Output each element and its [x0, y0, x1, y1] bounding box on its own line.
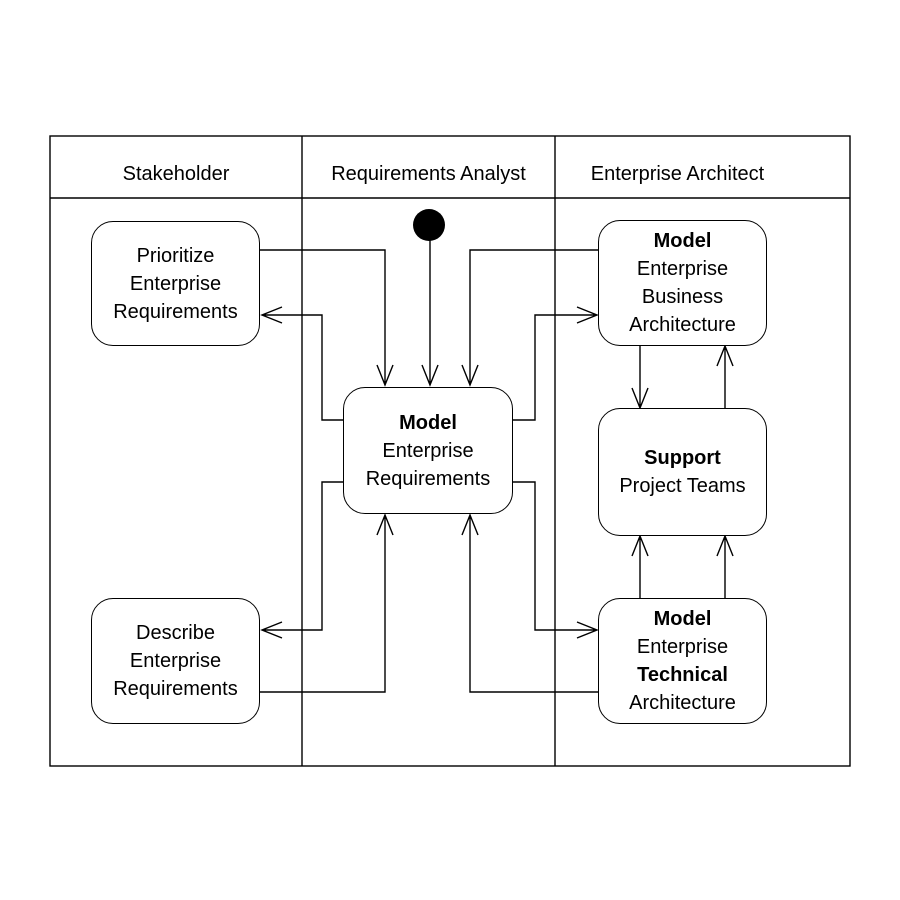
flow-technical-to-model-requirements: [461, 513, 598, 693]
flow-technical-to-support-left: [631, 534, 649, 598]
node-text: Project Teams: [619, 475, 746, 497]
node-text: Business: [641, 286, 724, 308]
node-text: Model: [399, 411, 457, 434]
initial-node: [413, 209, 445, 241]
activity-model-enterprise-business-architecture: Model Enterprise Business Architecture: [598, 220, 767, 346]
flow-technical-to-support-right: [716, 534, 734, 598]
flow-model-requirements-to-describe: [260, 481, 343, 639]
flow-business-to-model-requirements: [461, 249, 598, 387]
activity-prioritize-enterprise-requirements: Prioritize Enterprise Requirements: [91, 221, 260, 346]
flow-model-requirements-to-technical: [513, 481, 599, 639]
activity-describe-enterprise-requirements: Describe Enterprise Requirements: [91, 598, 260, 724]
flow-describe-to-model-requirements: [260, 513, 394, 693]
activity-model-enterprise-technical-architecture: Model Enterprise Technical Architecture: [598, 598, 767, 724]
node-text: Technical: [637, 664, 728, 686]
node-text: Prioritize: [136, 244, 215, 267]
activity-model-enterprise-requirements: Model Enterprise Requirements: [343, 387, 513, 514]
flow-business-to-support: [631, 346, 649, 410]
node-text: Enterprise: [636, 636, 729, 658]
node-text: Requirements: [365, 467, 491, 490]
flow-model-requirements-to-business: [513, 306, 599, 421]
node-text: Enterprise: [636, 258, 729, 280]
lane-title-enterprise-architect: Enterprise Architect: [590, 163, 765, 185]
flow-prioritize-to-model-requirements: [260, 249, 394, 387]
swimlane-frame: [49, 135, 851, 767]
activity-support-project-teams: Support Project Teams: [598, 408, 767, 536]
node-text: Support: [644, 447, 721, 469]
node-text: Describe: [136, 622, 215, 644]
node-text: Requirements: [113, 300, 238, 323]
node-text: Requirements: [113, 678, 238, 700]
node-text: Enterprise: [129, 272, 222, 295]
node-text: Model: [653, 230, 712, 252]
flow-start-to-model-requirements: [421, 240, 439, 387]
node-text: Model: [653, 608, 712, 630]
node-text: Architecture: [629, 692, 736, 714]
flow-support-to-business: [716, 344, 734, 408]
node-text: Enterprise: [382, 439, 474, 462]
lane-title-requirements-analyst: Requirements Analyst: [331, 163, 526, 185]
node-text: Enterprise: [129, 650, 222, 672]
lane-title-stakeholder: Stakeholder: [122, 163, 230, 185]
node-text: Architecture: [629, 314, 736, 336]
flow-model-requirements-to-prioritize: [260, 306, 343, 421]
